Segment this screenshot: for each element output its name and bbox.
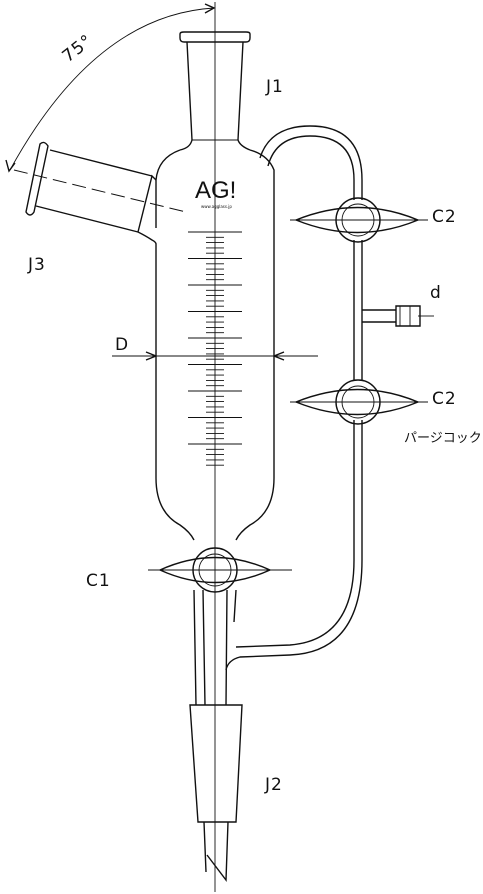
side-arm-j3	[137, 174, 157, 245]
label-c1: C1	[86, 571, 111, 591]
joint-j1	[179, 31, 251, 43]
angle-arrow-top	[204, 3, 216, 14]
label-big-d: D	[115, 335, 129, 355]
angle-arrow-bottom	[5, 159, 16, 173]
label-purge-cock: パージコック	[404, 431, 482, 446]
label-j1: J1	[265, 77, 284, 97]
logo-ag: AG!	[195, 177, 236, 204]
label-small-d: d	[430, 283, 442, 303]
logo-sub: www.agglass.jp	[201, 204, 232, 209]
label-j2: J2	[264, 775, 283, 795]
label-j3: J3	[27, 255, 46, 275]
joint-j2	[189, 704, 243, 823]
label-c2-bottom: C2	[432, 389, 457, 409]
hose-connector-d	[362, 305, 421, 327]
angle-label: 75°	[59, 31, 97, 67]
bypass-tube	[259, 125, 363, 200]
side-arm-axis	[13, 169, 187, 213]
angle-arc	[9, 7, 215, 171]
graduation-scale	[188, 231, 242, 466]
label-c2-top: C2	[432, 207, 457, 227]
